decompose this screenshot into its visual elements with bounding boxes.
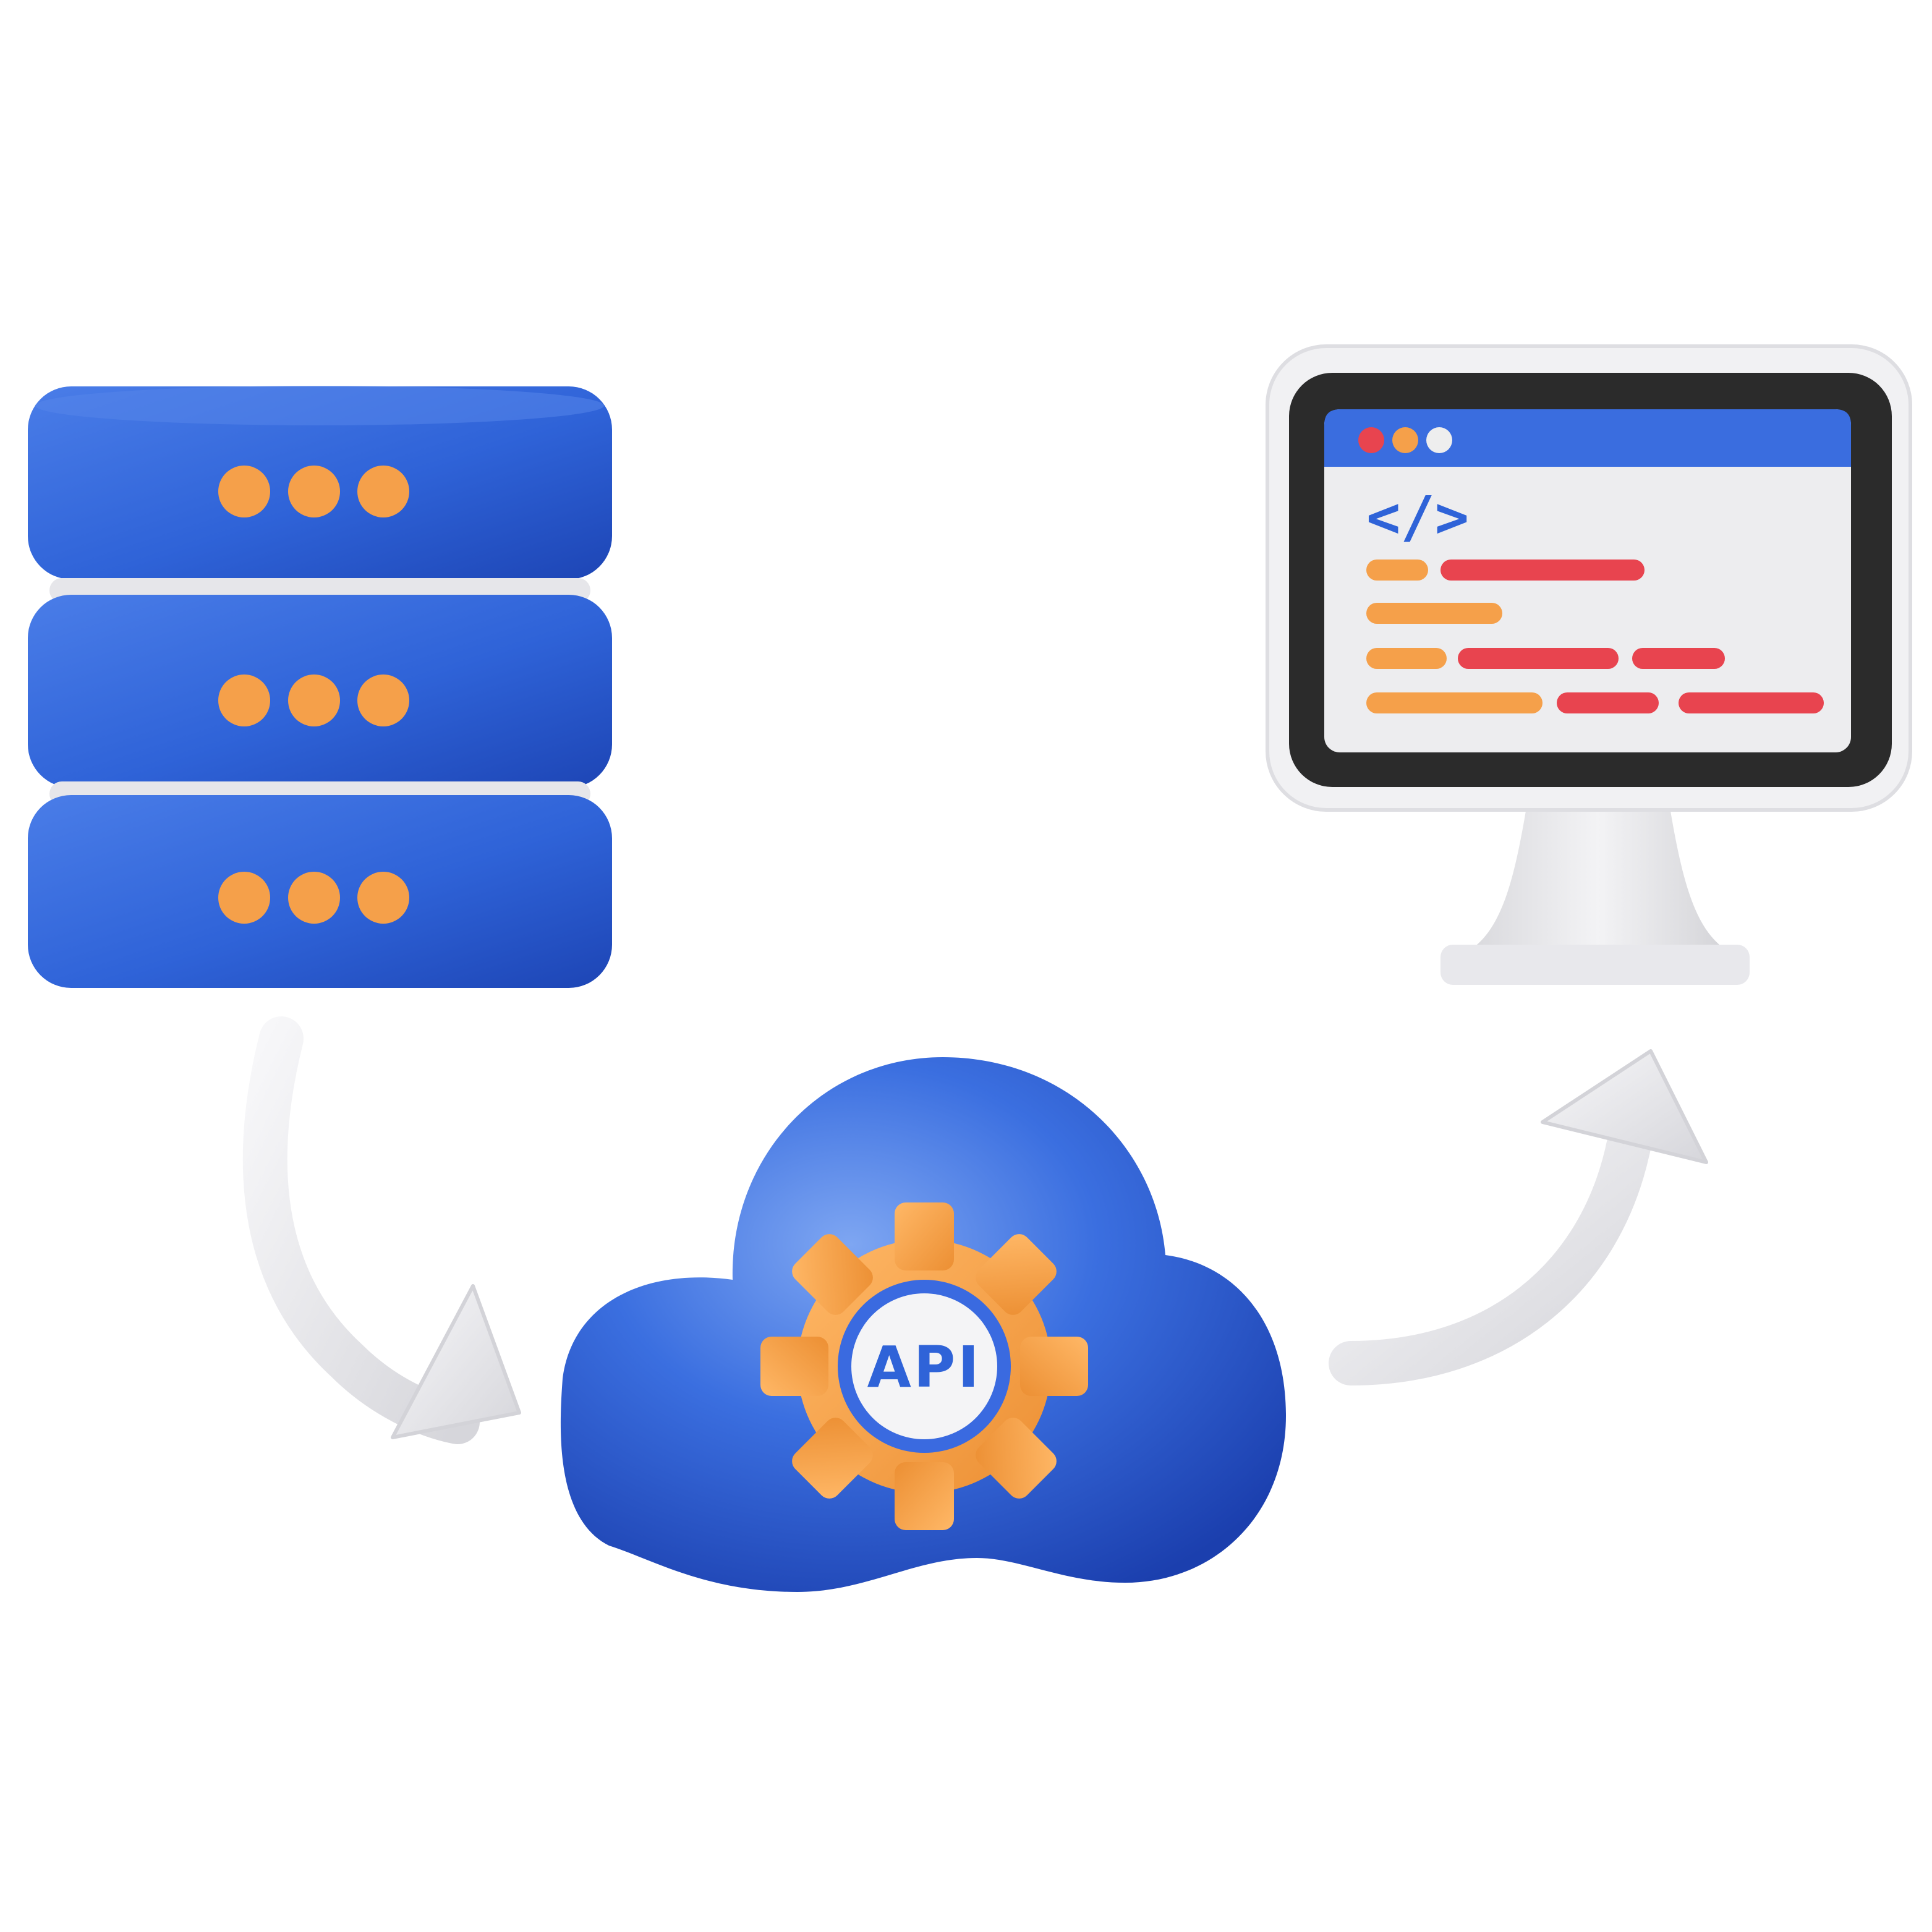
window-close-dot (1358, 427, 1384, 453)
monitor-icon: </> (1266, 344, 1912, 985)
monitor-stand-base (1440, 945, 1750, 985)
api-label: API (867, 1334, 982, 1400)
database-icon (28, 386, 612, 988)
window-minimize-dot (1392, 427, 1418, 453)
browser-title-bar (1324, 409, 1851, 467)
window-maximize-dot (1426, 427, 1452, 453)
code-lines (1366, 560, 1824, 713)
gear-icon: API (760, 1202, 1088, 1530)
database-indicator-dots (218, 466, 409, 924)
monitor-stand-neck (1471, 804, 1725, 949)
arrow-icon (1329, 1049, 1708, 1385)
gear-center (851, 1293, 997, 1439)
arrow-icon (242, 1016, 521, 1444)
code-icon: </> (1366, 484, 1469, 550)
